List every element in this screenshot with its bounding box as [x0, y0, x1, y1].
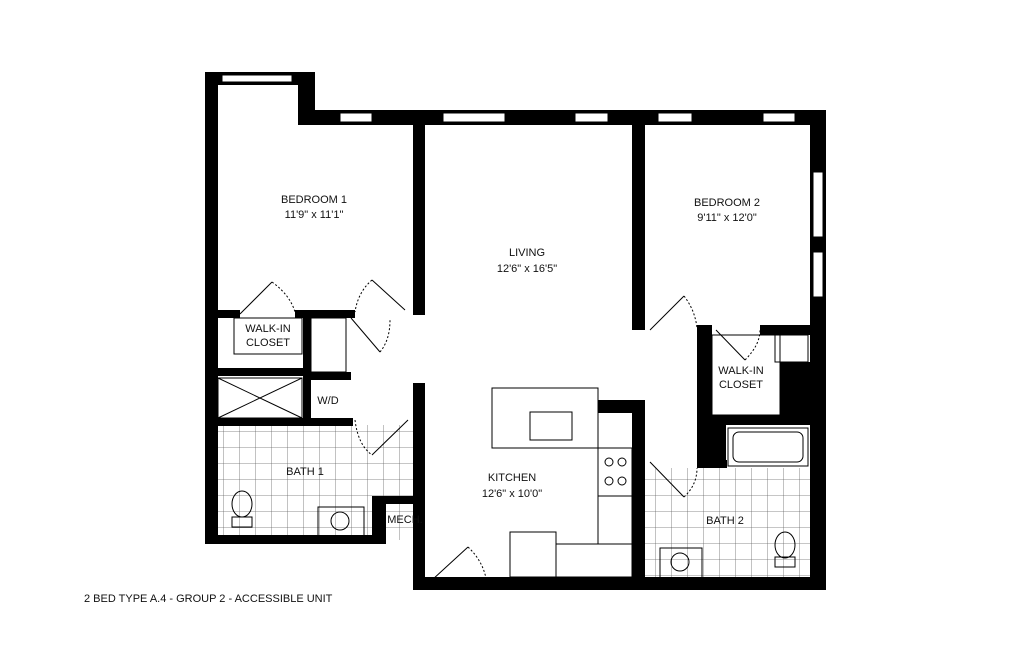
- fixtures: [217, 317, 809, 579]
- living-name: LIVING: [508, 247, 546, 259]
- bath2-tile-floor: [645, 468, 810, 578]
- closet1-label-b: CLOSET: [245, 337, 291, 349]
- bedroom1-size: 11'9" x 11'1": [284, 209, 344, 221]
- windows: [221, 74, 824, 298]
- kitchen-size: 12'6" x 10'0": [481, 488, 543, 500]
- doors: [239, 279, 761, 581]
- living-size: 12'6" x 16'5": [496, 263, 558, 275]
- bedroom1-name: BEDROOM 1: [280, 194, 348, 206]
- bath2-label: BATH 2: [706, 515, 744, 527]
- closet2-label-a: WALK-IN: [718, 365, 764, 377]
- bedroom2-name: BEDROOM 2: [693, 197, 761, 209]
- closet1-label-a: WALK-IN: [245, 323, 291, 335]
- plan-caption: 2 BED TYPE A.4 - GROUP 2 - ACCESSIBLE UN…: [84, 593, 333, 605]
- bath1-label: BATH 1: [286, 466, 324, 478]
- closet2-label-b: CLOSET: [718, 379, 764, 391]
- mech-label: MECH.: [387, 514, 423, 526]
- wd-label: W/D: [317, 395, 339, 407]
- kitchen-name: KITCHEN: [487, 472, 537, 484]
- bedroom2-size: 9'11" x 12'0": [697, 212, 757, 224]
